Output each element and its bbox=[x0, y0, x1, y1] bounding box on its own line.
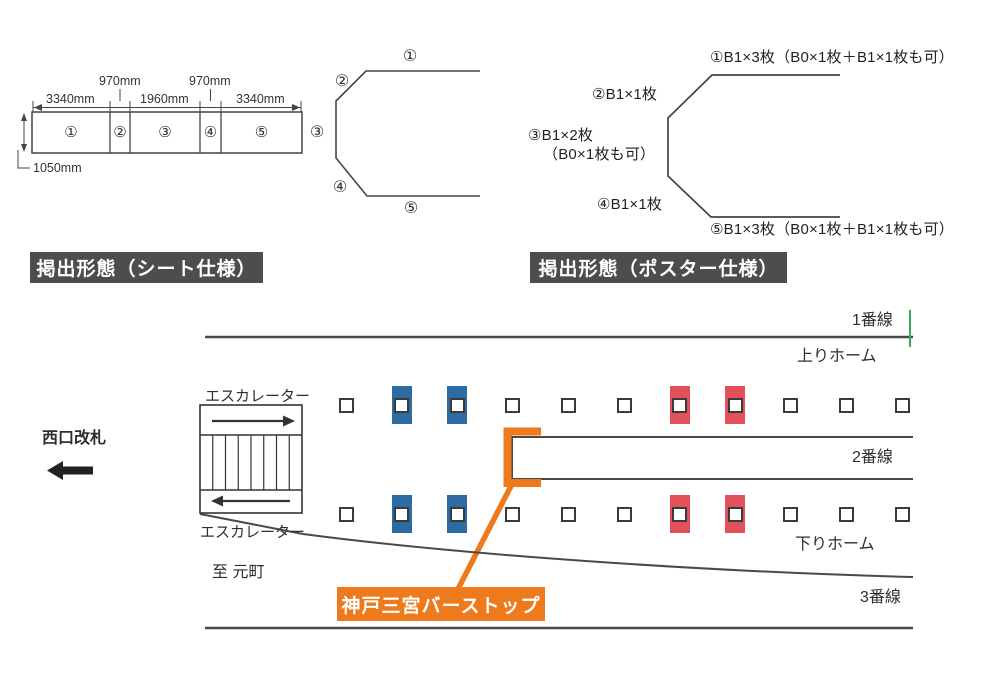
pillar-square bbox=[616, 397, 632, 413]
dim-1960: 1960mm bbox=[140, 92, 189, 106]
pillar-square bbox=[338, 397, 354, 413]
height-leader bbox=[17, 150, 30, 169]
bracket-label-4: ④ bbox=[332, 179, 348, 196]
sheet-cell-3: ③ bbox=[158, 124, 172, 141]
pillar-bottom-8-red bbox=[725, 495, 746, 533]
dim-3340-left: 3340mm bbox=[46, 92, 95, 106]
pillar-square bbox=[394, 506, 410, 522]
sheet-cell-2: ② bbox=[113, 124, 127, 141]
to-motomachi-label: 至 元町 bbox=[212, 564, 265, 581]
west-gate-arrow bbox=[47, 461, 93, 480]
poster-bracket-shape bbox=[667, 74, 840, 218]
pillar-square bbox=[727, 397, 743, 413]
arrowhead bbox=[292, 104, 300, 111]
bracket-label-1: ① bbox=[402, 48, 418, 65]
dim-1050: 1050mm bbox=[33, 161, 82, 175]
pillar-square bbox=[783, 506, 799, 522]
bus-stop-bracket bbox=[503, 427, 541, 487]
pillar-square bbox=[394, 397, 410, 413]
sheet-dimension-diagram bbox=[17, 89, 303, 169]
pillar-bottom-1 bbox=[336, 495, 356, 533]
poster-spec-header: 掲出形態（ポスター仕様） bbox=[530, 252, 787, 283]
track1-label: 1番線 bbox=[852, 312, 893, 329]
sheet-cell-5: ⑤ bbox=[254, 124, 269, 141]
pillar-square bbox=[505, 506, 521, 522]
escalator-block bbox=[199, 404, 303, 514]
pillar-top-9 bbox=[781, 386, 801, 424]
pillar-bottom-4 bbox=[503, 495, 523, 533]
pillar-square bbox=[672, 397, 688, 413]
sheet-bracket-shape bbox=[335, 70, 480, 197]
pillar-bottom-9 bbox=[781, 495, 801, 533]
pillar-bottom-10 bbox=[836, 495, 856, 533]
poster-spec-item-3b: （B0×1枚も可） bbox=[543, 146, 656, 163]
arrowhead bbox=[283, 415, 295, 427]
pillar-square bbox=[783, 397, 799, 413]
pillar-bottom-2-blue bbox=[391, 495, 412, 533]
sheet-spec-header: 掲出形態（シート仕様） bbox=[30, 252, 263, 283]
pillar-bottom-7-red bbox=[669, 495, 690, 533]
station-map-lines bbox=[47, 310, 914, 630]
pillar-bottom-11 bbox=[892, 495, 912, 533]
pillar-top-1 bbox=[336, 386, 356, 424]
sheet-cell-1: ① bbox=[64, 124, 78, 141]
poster-spec-item-3: ③B1×2枚 bbox=[528, 127, 594, 144]
pillar-square bbox=[449, 397, 465, 413]
pillar-top-7-red bbox=[669, 386, 690, 424]
pillar-square bbox=[560, 506, 576, 522]
pillar-square bbox=[505, 397, 521, 413]
pillar-top-5 bbox=[558, 386, 578, 424]
pillar-square bbox=[894, 506, 910, 522]
track3-label: 3番線 bbox=[860, 589, 901, 606]
pillar-square bbox=[338, 506, 354, 522]
pillar-top-6 bbox=[614, 386, 634, 424]
west-gate-label: 西口改札 bbox=[42, 430, 107, 447]
pillar-bottom-3-blue bbox=[447, 495, 468, 533]
pillar-square bbox=[838, 397, 854, 413]
pillar-top-8-red bbox=[725, 386, 746, 424]
pillar-square bbox=[672, 506, 688, 522]
track2-outline bbox=[511, 436, 913, 480]
arrowhead bbox=[34, 104, 42, 111]
pillar-square bbox=[894, 397, 910, 413]
poster-spec-item-1: ①B1×3枚（B0×1枚＋B1×1枚も可） bbox=[710, 49, 954, 66]
pillar-square bbox=[727, 506, 743, 522]
dim-970-left: 970mm bbox=[99, 74, 141, 88]
sheet-rect bbox=[31, 111, 303, 154]
pillar-top-10 bbox=[836, 386, 856, 424]
track2-label: 2番線 bbox=[852, 449, 893, 466]
pillar-bottom-5 bbox=[558, 495, 578, 533]
escalator-bottom-label: エスカレーター bbox=[200, 524, 306, 541]
sheet-cell-4: ④ bbox=[203, 124, 218, 141]
pillar-top-3-blue bbox=[447, 386, 468, 424]
pillar-top-2-blue bbox=[391, 386, 412, 424]
up-platform-label: 上りホーム bbox=[797, 348, 877, 365]
bracket-label-3: ③ bbox=[309, 124, 325, 141]
escalator-top-label: エスカレーター bbox=[205, 388, 311, 405]
dim-3340-right: 3340mm bbox=[236, 92, 285, 106]
pillar-top-4 bbox=[503, 386, 523, 424]
pillar-bottom-6 bbox=[614, 495, 634, 533]
pillar-square bbox=[616, 506, 632, 522]
pillar-top-11 bbox=[892, 386, 912, 424]
dim-970-right: 970mm bbox=[189, 74, 231, 88]
arrowhead bbox=[211, 495, 223, 507]
platform-curve bbox=[199, 513, 914, 578]
bus-stop-callout-line bbox=[455, 484, 514, 591]
bus-stop-label: 神戸三宮バーストップ bbox=[337, 587, 545, 621]
bracket-label-5: ⑤ bbox=[403, 200, 419, 217]
poster-spec-item-2: ②B1×1枚 bbox=[592, 86, 658, 103]
down-platform-label: 下りホーム bbox=[795, 536, 875, 553]
bracket-label-2: ② bbox=[334, 73, 350, 90]
pillar-square bbox=[449, 506, 465, 522]
pillar-square bbox=[838, 506, 854, 522]
poster-spec-item-5: ⑤B1×3枚（B0×1枚＋B1×1枚も可） bbox=[710, 221, 954, 238]
poster-spec-item-4: ④B1×1枚 bbox=[597, 196, 663, 213]
pillar-square bbox=[560, 397, 576, 413]
